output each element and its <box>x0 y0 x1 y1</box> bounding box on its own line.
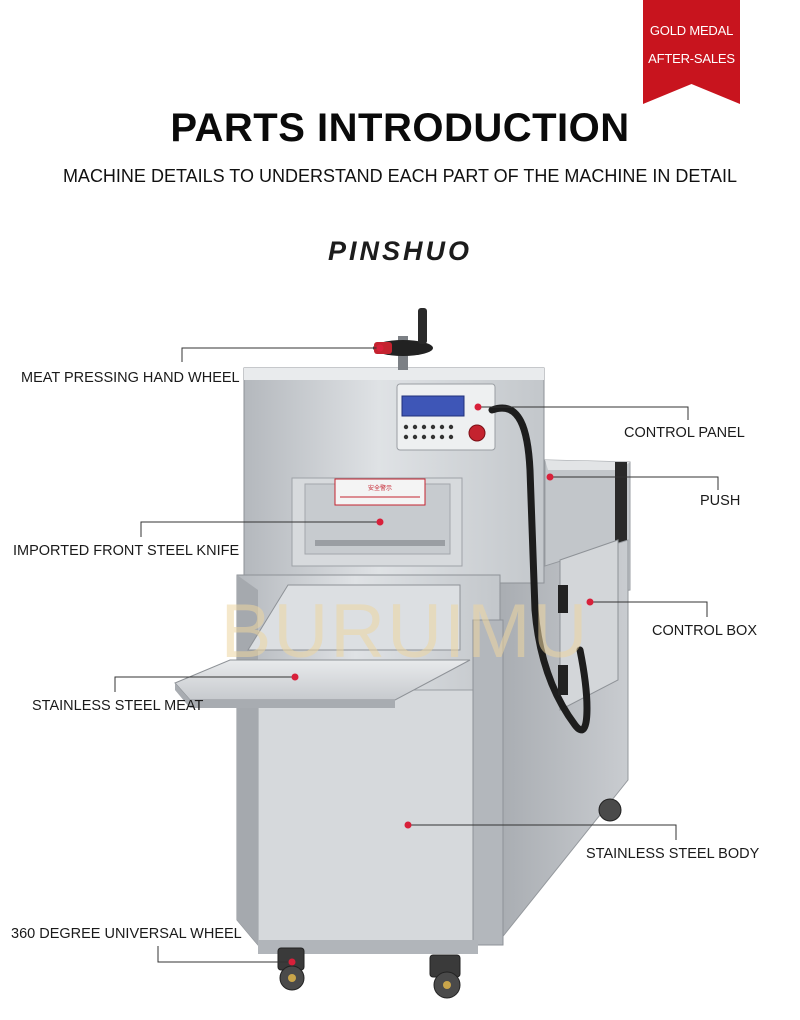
label-control-panel: CONTROL PANEL <box>624 425 745 441</box>
badge-line-2: AFTER-SALES <box>648 51 735 66</box>
ribbon-shape <box>643 0 740 104</box>
warning-sign-text: 安全警示 <box>368 484 392 492</box>
label-control-box: CONTROL BOX <box>652 623 758 639</box>
label-meat-pressing-hand-wheel: MEAT PRESSING HAND WHEEL <box>21 370 240 386</box>
brand-logo: PINSHUO <box>327 236 473 266</box>
gold-medal-badge: GOLD MEDAL AFTER-SALES <box>643 0 740 104</box>
label-stainless-steel-body: STAINLESS STEEL BODY <box>586 846 760 862</box>
label-stainless-steel-meat: STAINLESS STEEL MEAT <box>32 698 204 714</box>
page-title: PARTS INTRODUCTION <box>170 106 630 150</box>
label-360-degree-universal-wheel: 360 DEGREE UNIVERSAL WHEEL <box>11 926 242 942</box>
watermark: BURUIMU <box>220 589 590 674</box>
label-imported-front-steel-knife: IMPORTED FRONT STEEL KNIFE <box>13 543 240 559</box>
label-push: PUSH <box>700 493 741 509</box>
page-subtitle: MACHINE DETAILS TO UNDERSTAND EACH PART … <box>62 166 738 186</box>
badge-line-1: GOLD MEDAL <box>649 23 734 38</box>
